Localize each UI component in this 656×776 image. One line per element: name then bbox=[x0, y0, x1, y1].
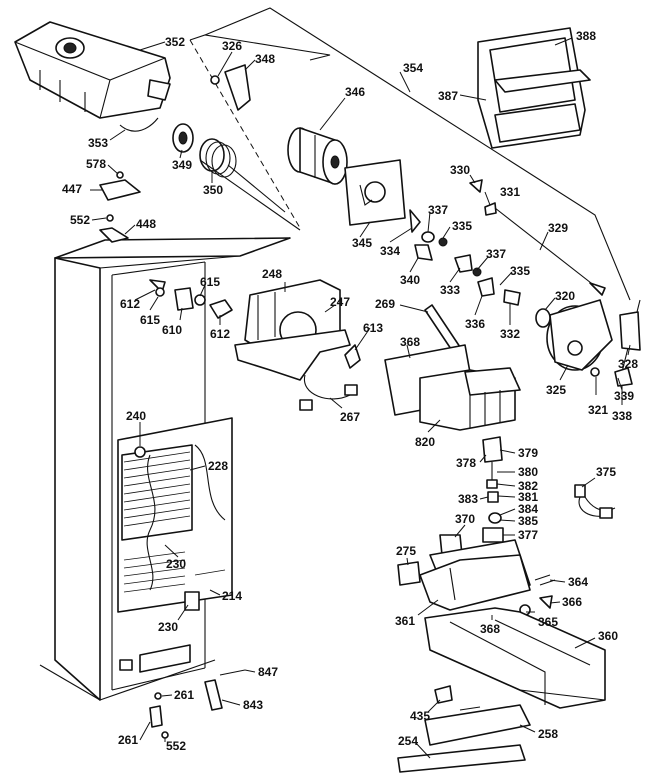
label-847: 847 bbox=[258, 665, 278, 679]
label-578: 578 bbox=[86, 157, 106, 171]
switch-parts bbox=[409, 179, 606, 306]
auger-drive bbox=[172, 123, 286, 213]
label-552-top: 552 bbox=[70, 213, 90, 227]
ice-chute-housing bbox=[234, 279, 358, 411]
cabinet bbox=[39, 237, 291, 701]
label-329: 329 bbox=[548, 221, 568, 235]
label-448: 448 bbox=[136, 217, 156, 231]
label-552-bottom: 552 bbox=[166, 739, 186, 753]
label-267: 267 bbox=[340, 410, 360, 424]
label-352: 352 bbox=[165, 35, 185, 49]
part-labels: 352 326 348 346 354 387 388 353 349 350 … bbox=[62, 29, 638, 753]
label-331: 331 bbox=[500, 185, 520, 199]
label-366: 366 bbox=[562, 595, 582, 609]
label-370: 370 bbox=[455, 512, 475, 526]
dispenser-door-icon bbox=[477, 27, 591, 149]
label-230-lower: 230 bbox=[158, 620, 178, 634]
label-382: 382 bbox=[518, 479, 538, 493]
label-820: 820 bbox=[415, 435, 435, 449]
label-337-top: 337 bbox=[428, 203, 448, 217]
label-613: 613 bbox=[363, 321, 383, 335]
label-381: 381 bbox=[518, 490, 538, 504]
label-365: 365 bbox=[538, 615, 558, 629]
label-375: 375 bbox=[596, 465, 616, 479]
label-383: 383 bbox=[458, 492, 478, 506]
label-320: 320 bbox=[555, 289, 575, 303]
label-435: 435 bbox=[410, 709, 430, 723]
label-230-upper: 230 bbox=[166, 557, 186, 571]
label-336: 336 bbox=[465, 317, 485, 331]
label-275: 275 bbox=[396, 544, 416, 558]
label-615-right: 615 bbox=[200, 275, 220, 289]
dispenser-housing-icon bbox=[397, 539, 556, 621]
label-248: 248 bbox=[262, 267, 282, 281]
label-843: 843 bbox=[243, 698, 263, 712]
label-387: 387 bbox=[438, 89, 458, 103]
label-385: 385 bbox=[518, 514, 538, 528]
wire-harness bbox=[574, 484, 616, 519]
label-339: 339 bbox=[614, 389, 634, 403]
auger-motor-icon bbox=[287, 127, 348, 185]
leader-lines bbox=[90, 37, 631, 759]
label-612-left: 612 bbox=[120, 297, 140, 311]
label-325: 325 bbox=[546, 383, 566, 397]
label-338: 338 bbox=[612, 409, 632, 423]
label-353: 353 bbox=[88, 136, 108, 150]
label-337-mid: 337 bbox=[486, 247, 506, 261]
label-610: 610 bbox=[162, 323, 182, 337]
label-388: 388 bbox=[576, 29, 596, 43]
label-334: 334 bbox=[380, 244, 400, 258]
label-214: 214 bbox=[222, 589, 242, 603]
label-346: 346 bbox=[345, 85, 365, 99]
label-350: 350 bbox=[203, 183, 223, 197]
label-269: 269 bbox=[375, 297, 395, 311]
label-349: 349 bbox=[172, 158, 192, 172]
label-254: 254 bbox=[398, 734, 418, 748]
label-328: 328 bbox=[618, 357, 638, 371]
label-261-left: 261 bbox=[118, 733, 138, 747]
label-345: 345 bbox=[352, 236, 372, 250]
label-368-top: 368 bbox=[400, 335, 420, 349]
label-378: 378 bbox=[456, 456, 476, 470]
label-228: 228 bbox=[208, 459, 228, 473]
label-354: 354 bbox=[403, 61, 423, 75]
drip-tray bbox=[397, 685, 531, 773]
motor-assembly bbox=[535, 299, 641, 387]
label-364: 364 bbox=[568, 575, 588, 589]
label-348: 348 bbox=[255, 52, 275, 66]
label-330: 330 bbox=[450, 163, 470, 177]
label-340: 340 bbox=[400, 273, 420, 287]
label-333: 333 bbox=[440, 283, 460, 297]
label-360: 360 bbox=[598, 629, 618, 643]
label-335-mid: 335 bbox=[510, 264, 530, 278]
lower-frame bbox=[424, 607, 606, 709]
label-379: 379 bbox=[518, 446, 538, 460]
label-240: 240 bbox=[126, 409, 146, 423]
evaporator-coil bbox=[117, 417, 233, 613]
label-258: 258 bbox=[538, 727, 558, 741]
label-321: 321 bbox=[588, 403, 608, 417]
label-261-right: 261 bbox=[174, 688, 194, 702]
label-447: 447 bbox=[62, 182, 82, 196]
icemaker-icon bbox=[384, 344, 521, 431]
label-612-right: 612 bbox=[210, 327, 230, 341]
label-335-top: 335 bbox=[452, 219, 472, 233]
label-380: 380 bbox=[518, 465, 538, 479]
label-384: 384 bbox=[518, 502, 538, 516]
label-247: 247 bbox=[330, 295, 350, 309]
label-377: 377 bbox=[518, 528, 538, 542]
label-326: 326 bbox=[222, 39, 242, 53]
ice-bucket-icon bbox=[14, 21, 171, 132]
label-332: 332 bbox=[500, 327, 520, 341]
label-615-left: 615 bbox=[140, 313, 160, 327]
label-368-bottom: 368 bbox=[480, 622, 500, 636]
label-361: 361 bbox=[395, 614, 415, 628]
